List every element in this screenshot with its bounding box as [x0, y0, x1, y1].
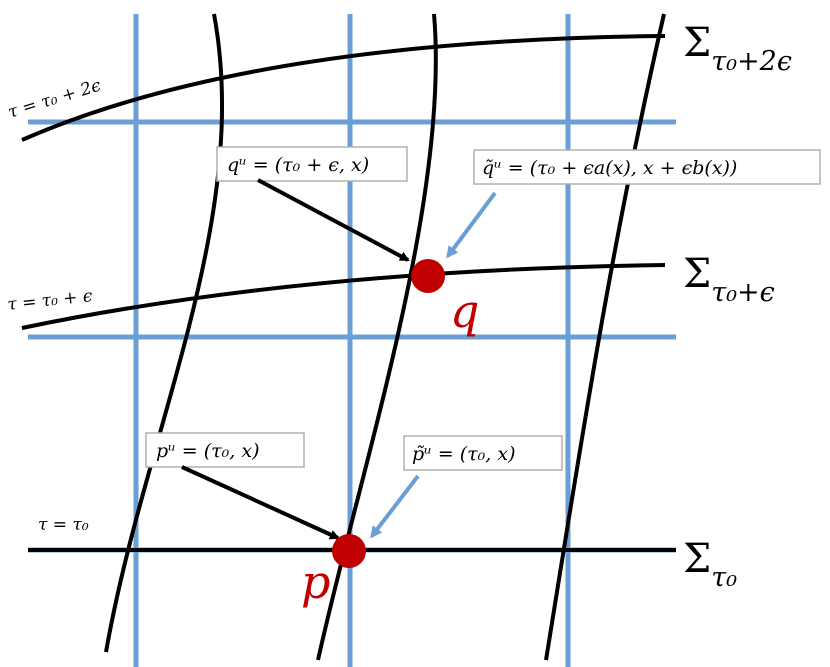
sigma-bot-label: Στ₀ — [683, 536, 737, 593]
svg-text:q̃ᵘ = (τ₀ + ϵa(x), x + ϵb(x)): q̃ᵘ = (τ₀ + ϵa(x), x + ϵb(x)) — [482, 157, 737, 179]
worldline-3 — [544, 13, 666, 661]
worldline-curves — [104, 13, 666, 661]
p-coord-arrow — [181, 465, 340, 540]
p-coord-box: pᵘ = (τ₀, x) — [145, 432, 305, 468]
curve-tau-eps — [21, 263, 666, 330]
q-tilde-arrow — [446, 191, 497, 259]
curve-tau-2eps — [21, 34, 666, 142]
q-coord-box: qᵘ = (τ₀ + ϵ, x) — [216, 146, 408, 182]
p-tilde-arrow — [370, 474, 420, 539]
worldline-1 — [104, 13, 225, 653]
svg-text:p̃ᵘ = (τ₀, x): p̃ᵘ = (τ₀, x) — [412, 443, 516, 465]
svg-text:qᵘ = (τ₀ + ϵ, x): qᵘ = (τ₀ + ϵ, x) — [227, 154, 369, 176]
q-point — [411, 259, 445, 293]
sigma-top-label: Στ₀+2ϵ — [683, 20, 792, 77]
q-tilde-box: q̃ᵘ = (τ₀ + ϵa(x), x + ϵb(x)) — [473, 149, 821, 185]
q-coord-arrow — [257, 178, 410, 262]
p-tilde-box: p̃ᵘ = (τ₀, x) — [403, 435, 563, 471]
worldline-2 — [316, 13, 438, 661]
p-point — [332, 534, 366, 568]
svg-text:pᵘ = (τ₀, x): pᵘ = (τ₀, x) — [156, 440, 260, 462]
q-point-label: q — [450, 284, 479, 338]
p-point-label: p — [301, 555, 330, 609]
sigma-mid-label: Στ₀+ϵ — [683, 251, 775, 308]
tau-eps-label: τ = τ₀ + ϵ — [6, 286, 93, 315]
tau-0-label: τ = τ₀ — [38, 515, 89, 535]
